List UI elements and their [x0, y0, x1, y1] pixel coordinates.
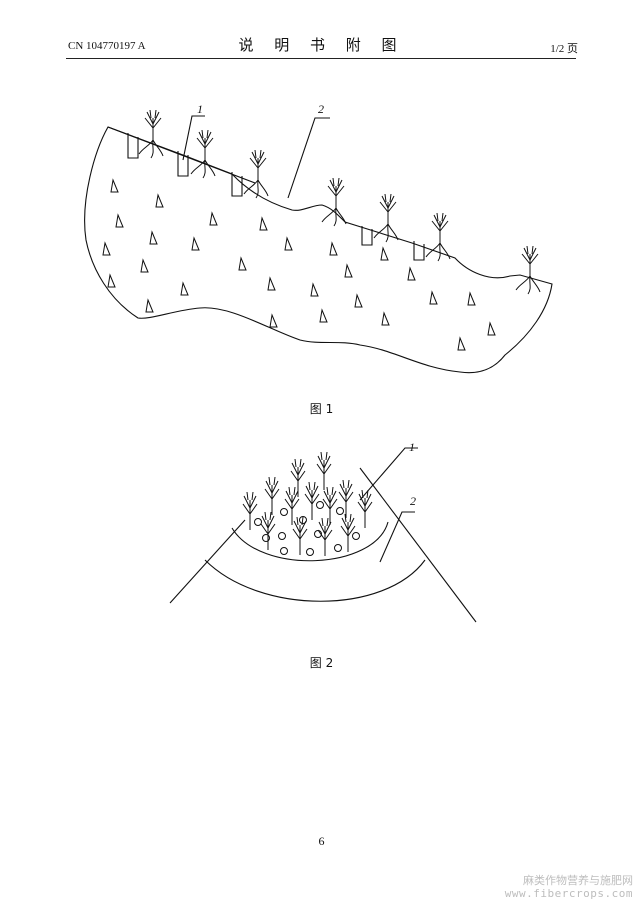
- leader-line-2: [379, 511, 415, 563]
- publication-number: CN 104770197 A: [68, 40, 146, 52]
- soil-slope-outline: [84, 126, 553, 374]
- seedling: [321, 177, 347, 227]
- planting-hole: [413, 241, 425, 261]
- leader-line-1: [182, 115, 205, 161]
- seedlings: [138, 109, 541, 295]
- document-title: 说 明 书 附 图: [238, 36, 405, 54]
- leader-line-1: [359, 447, 418, 501]
- pellets: [254, 501, 360, 556]
- seedling: [425, 212, 451, 262]
- figure-2-label-1: 1: [409, 440, 415, 454]
- planting-hole: [177, 151, 189, 177]
- figure-1-drawing: 1 2: [84, 102, 553, 374]
- page-number: 6: [318, 834, 325, 848]
- figure-1-label-2: 2: [318, 102, 324, 116]
- watermark-site-name: 麻类作物营养与施肥网: [523, 874, 633, 887]
- seedling: [190, 129, 216, 179]
- slope-surface-line: [107, 126, 256, 184]
- page-count: 1/2 页: [550, 43, 578, 55]
- seedling: [373, 193, 399, 243]
- seedling: [243, 149, 269, 199]
- leader-line-2: [287, 117, 330, 199]
- figure-1-label-1: 1: [197, 102, 203, 116]
- gravel-markers: [102, 178, 496, 351]
- page-header: CN 104770197 A 说 明 书 附 图 1/2 页: [0, 0, 643, 64]
- watermark-url: www.fibercrops.com: [504, 887, 633, 900]
- header-rule: [66, 58, 576, 59]
- slope-line-right: [359, 467, 477, 623]
- planting-pit: [231, 521, 389, 562]
- figure-1-caption: 图 1: [309, 402, 334, 416]
- outer-arc: [204, 559, 426, 602]
- figure-2-label-2: 2: [410, 494, 416, 508]
- pit-seedlings: [242, 451, 373, 556]
- seedling: [138, 109, 164, 159]
- figure-2-drawing: 1 2: [169, 440, 477, 623]
- seedling: [515, 245, 541, 295]
- watermark: 麻类作物营养与施肥网 www.fibercrops.com: [505, 874, 633, 900]
- planting-hole: [361, 226, 373, 246]
- figure-2-caption: 图 2: [309, 656, 334, 670]
- planting-hole: [231, 172, 243, 197]
- slope-line-left: [169, 519, 246, 604]
- planting-hole: [127, 133, 139, 159]
